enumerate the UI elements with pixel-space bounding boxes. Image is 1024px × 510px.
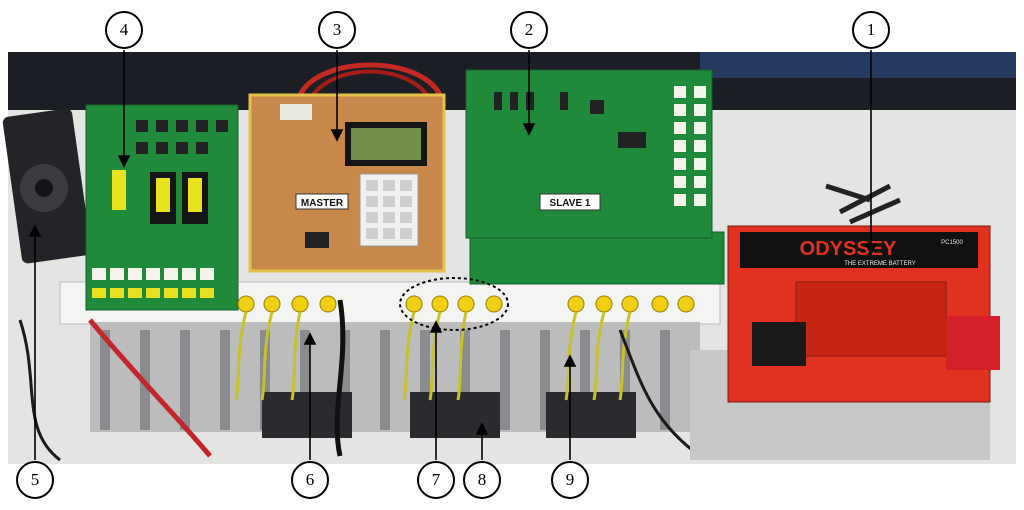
slave-label: SLAVE 1 bbox=[550, 198, 591, 209]
cell-terminals bbox=[237, 295, 695, 313]
callout-2: 2 bbox=[510, 11, 548, 49]
callout-8: 8 bbox=[463, 461, 501, 499]
battery-model: PC1500 bbox=[941, 240, 963, 246]
battery-brand: ODYSSEY bbox=[800, 238, 897, 260]
callout-3: 3 bbox=[318, 11, 356, 49]
slave-board-stack: SLAVE 1 bbox=[465, 69, 725, 285]
callout-7: 7 bbox=[417, 461, 455, 499]
positive-terminal bbox=[946, 316, 1000, 370]
callout-5: 5 bbox=[16, 461, 54, 499]
negative-terminal bbox=[752, 322, 806, 366]
master-label: MASTER bbox=[301, 198, 344, 209]
cooling-fan bbox=[2, 108, 92, 264]
terminal-highlight bbox=[399, 277, 509, 331]
cell-balancing-board bbox=[85, 104, 239, 311]
callout-4: 4 bbox=[105, 11, 143, 49]
battery-tagline: THE EXTREME BATTERY bbox=[844, 261, 915, 267]
odyssey-battery: ODYSSEY THE EXTREME BATTERY PC1500 bbox=[690, 183, 1000, 460]
callout-9: 9 bbox=[551, 461, 589, 499]
callout-1: 1 bbox=[852, 11, 890, 49]
callout-arrows bbox=[28, 50, 878, 460]
callout-6: 6 bbox=[291, 461, 329, 499]
master-board: MASTER bbox=[248, 93, 446, 273]
